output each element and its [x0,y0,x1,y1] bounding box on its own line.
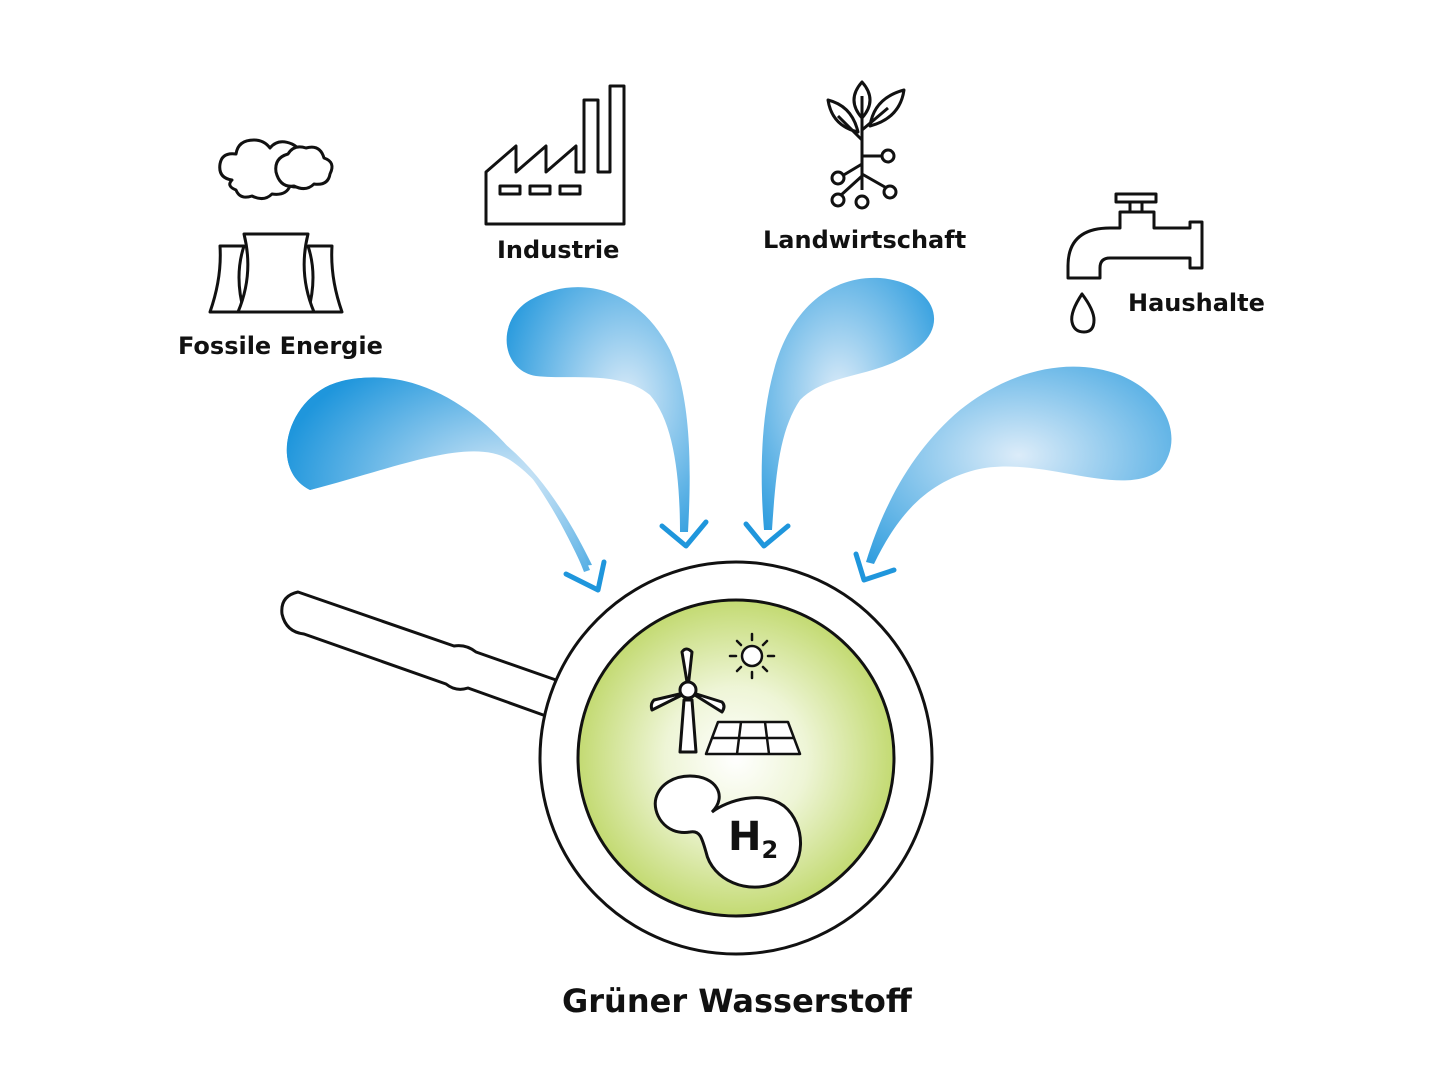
label-fossil-energy: Fossile Energie [178,332,383,360]
sun-icon [728,632,776,680]
h2-subscript: 2 [761,836,779,864]
water-tap-icon [1066,192,1204,334]
label-households: Haushalte [1128,289,1265,317]
h2-molecule-icon [653,774,802,889]
label-industry: Industrie [497,236,620,264]
diagram-title: Grüner Wasserstoff [562,982,912,1020]
magnifier-icon [280,560,934,956]
plant-icon [826,80,906,210]
arrow-agriculture [743,277,935,549]
arrow-industry [506,287,709,549]
label-agriculture: Landwirtschaft [763,226,967,254]
solar-panel-icon [704,720,802,756]
arrow-fossil [286,377,607,593]
h2-symbol: H [728,814,762,860]
arrow-households [853,366,1172,583]
h2-formula: H2 [728,814,778,864]
factory-icon [484,84,626,226]
cooling-tower-icon [208,138,344,314]
wind-turbine-icon [649,647,726,754]
